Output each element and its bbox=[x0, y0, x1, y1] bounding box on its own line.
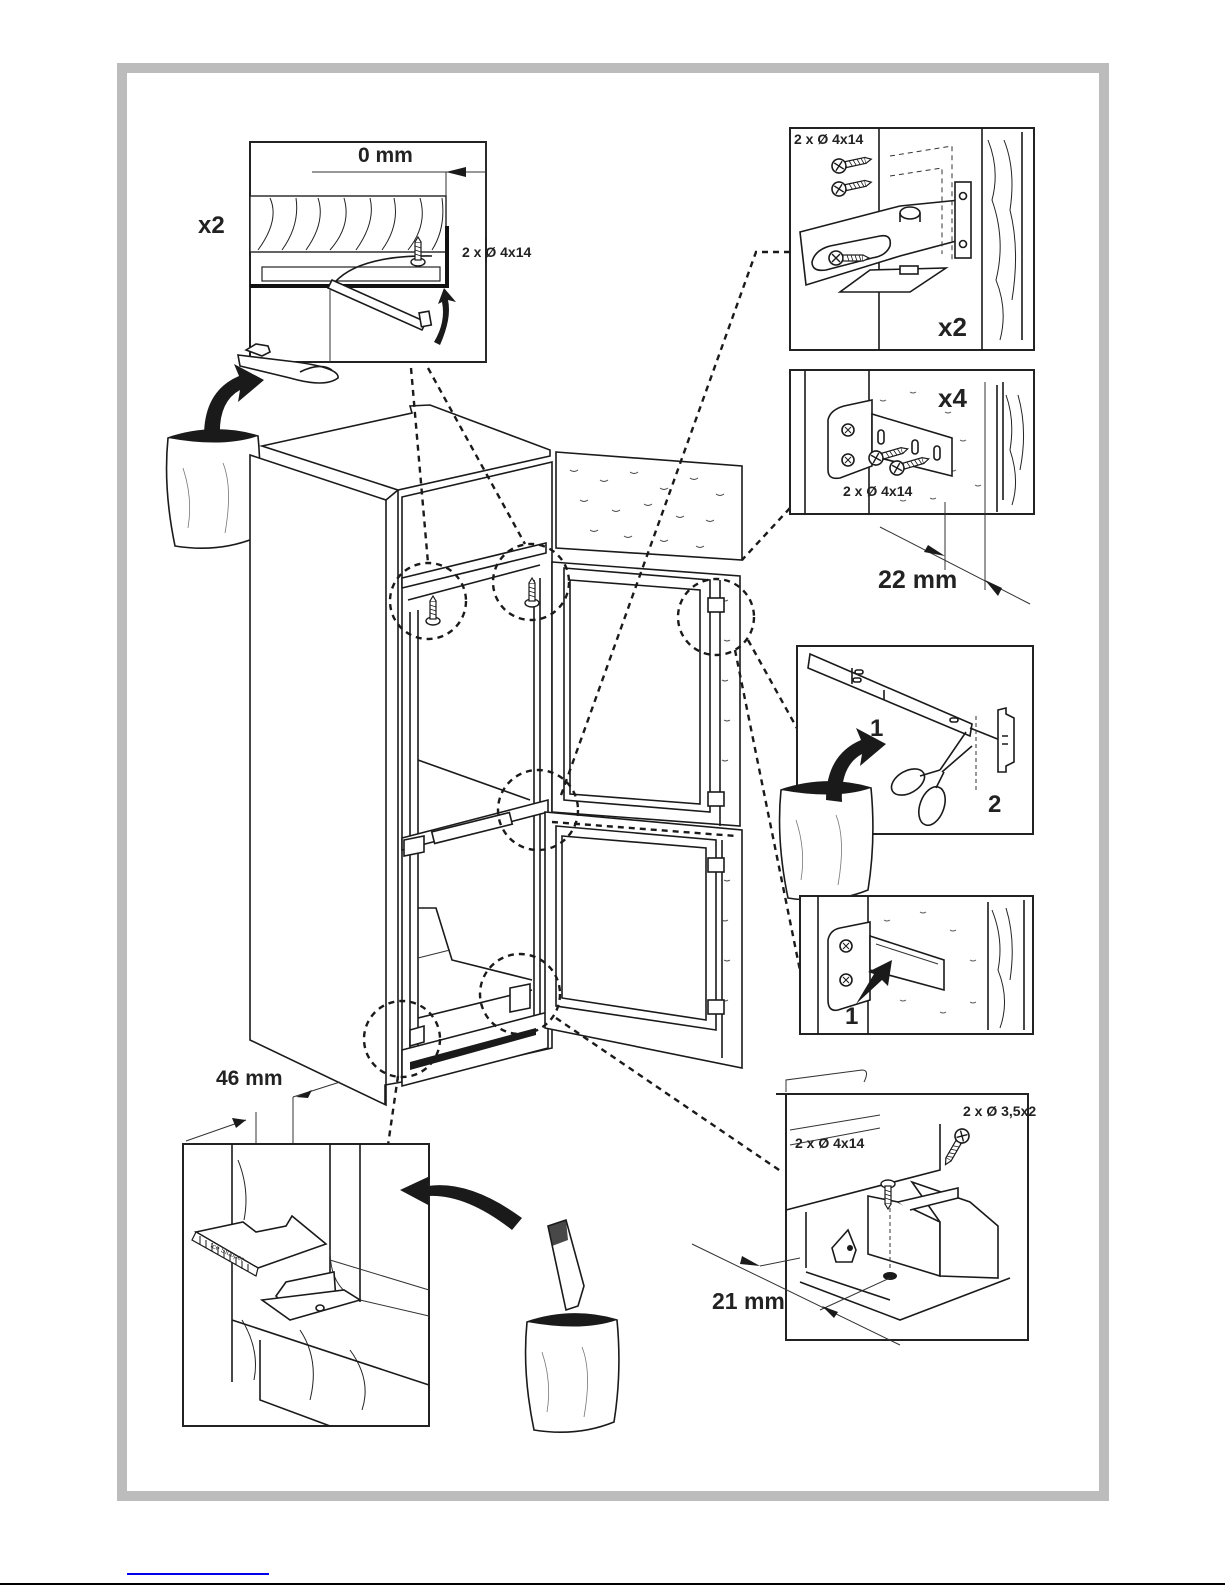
distance-label: 22 mm bbox=[878, 566, 957, 594]
panel-top-right: 2 x Ø 4x14 x2 bbox=[790, 128, 1034, 350]
quantity-label: x4 bbox=[938, 383, 967, 413]
distance-label: 21 mm bbox=[712, 1288, 785, 1314]
panel-right-bracket: x4 2 x Ø 4x14 22 mm bbox=[790, 370, 1034, 604]
panel-bottom-right: 2 x Ø 4x14 2 x Ø 3,5x2 21 mm bbox=[692, 1070, 1036, 1345]
accessory-bag-icon bbox=[526, 1314, 619, 1432]
step-1-label: 1 bbox=[845, 1003, 858, 1030]
step-2-label: 2 bbox=[988, 791, 1001, 818]
distance-label: 46 mm bbox=[216, 1067, 283, 1090]
panel-rail-insert: 1 bbox=[800, 896, 1033, 1034]
fridge-door-upper bbox=[552, 562, 740, 826]
gap-dimension-label: 0 mm bbox=[358, 144, 413, 167]
quantity-label: x2 bbox=[198, 212, 225, 239]
screw-spec-label-b: 2 x Ø 3,5x2 bbox=[963, 1103, 1036, 1119]
screw-spec-label: 2 x Ø 4x14 bbox=[794, 131, 863, 147]
footer-link-underline[interactable] bbox=[127, 1573, 269, 1575]
curved-arrow-icon bbox=[204, 364, 264, 438]
screw-spec-label: 2 x Ø 4x14 bbox=[843, 483, 912, 499]
decor-panel-top bbox=[556, 452, 742, 560]
panel-bottom-left: 46 mm Ice Stopper bbox=[183, 1067, 522, 1426]
screw-spec-label: 2 x Ø 4x14 bbox=[462, 244, 531, 260]
screw-spec-label-a: 2 x Ø 4x14 bbox=[795, 1135, 864, 1151]
ice-template-card bbox=[548, 1220, 584, 1310]
accessory-bag-icon bbox=[167, 430, 260, 548]
panel-top-left: 0 mm 2 x Ø 4x14 x2 bbox=[198, 142, 531, 383]
quantity-label: x2 bbox=[938, 312, 967, 342]
fridge-door-lower bbox=[545, 812, 742, 1068]
